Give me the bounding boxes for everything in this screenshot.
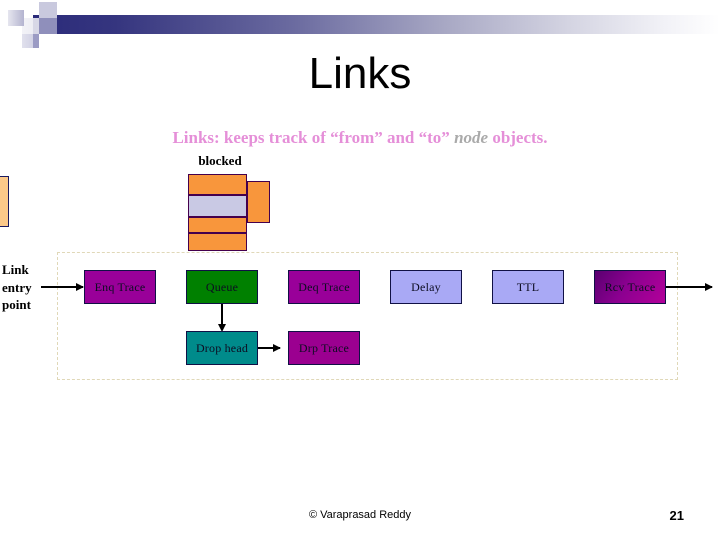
flow-box-enq-trace[interactable]: Enq Trace — [84, 270, 156, 304]
arrow-queue-to-drop-head — [218, 304, 226, 332]
entry-label-line-3: point — [2, 297, 31, 312]
queue-cell-3 — [188, 217, 247, 233]
header-gradient-bar — [33, 15, 720, 34]
left-edge-packet — [0, 176, 9, 227]
deco-square-navy — [8, 10, 24, 26]
queue-cell-1 — [188, 174, 247, 195]
footer-credit: © Varaprasad Reddy — [308, 509, 412, 521]
queue-side-packet — [247, 181, 270, 223]
queue-cell-4 — [188, 233, 247, 251]
arrow-rcv-trace-out — [666, 283, 713, 291]
deco-square-mid-a — [39, 18, 57, 34]
deco-square-light-a — [39, 2, 57, 18]
subtitle-text-before: Links: keeps track of “from” and “to” — [172, 128, 455, 147]
queue-cell-2 — [188, 195, 247, 217]
subtitle-text-after: objects. — [488, 128, 548, 147]
deco-square-white — [24, 0, 39, 14]
blocked-queue-label: blocked — [198, 153, 242, 168]
footer-page-number: 21 — [669, 508, 684, 523]
deco-square-mid-b — [22, 34, 39, 48]
flow-box-deq-trace[interactable]: Deq Trace — [288, 270, 360, 304]
flow-box-delay[interactable]: Delay — [390, 270, 462, 304]
arrow-entry-to-enq-trace — [41, 283, 84, 291]
flow-box-drp-trace[interactable]: Drp Trace — [288, 331, 360, 365]
flow-box-delay-label: Delay — [411, 279, 441, 294]
subtitle-node-emphasis: node — [454, 128, 489, 147]
page-title: Links — [308, 49, 412, 98]
deco-square-light-b — [22, 18, 39, 34]
entry-label-line-2: entry — [2, 279, 32, 295]
flow-box-ttl-label: TTL — [516, 279, 540, 294]
slide-subtitle: Links: keeps track of “from” and “to” no… — [0, 128, 720, 148]
flow-box-deq-trace-label: Deq Trace — [298, 279, 350, 294]
flow-box-drop-head[interactable]: Drop head — [186, 331, 258, 365]
flow-box-ttl[interactable]: TTL — [492, 270, 564, 304]
flow-box-queue[interactable]: Queue — [186, 270, 258, 304]
link-entry-point-label: Link entry point — [2, 261, 54, 314]
link-group-dashed-border — [57, 252, 678, 380]
flow-box-rcv-trace-label: Rcv Trace — [604, 279, 656, 294]
entry-label-line-1: Link — [2, 262, 29, 277]
arrow-drop-head-to-drp-trace — [258, 344, 281, 352]
flow-box-enq-trace-label: Enq Trace — [94, 279, 146, 294]
flow-box-rcv-trace[interactable]: Rcv Trace — [594, 270, 666, 304]
flow-box-queue-label: Queue — [205, 279, 239, 294]
flow-box-drp-trace-label: Drp Trace — [298, 340, 350, 355]
flow-box-drop-head-label: Drop head — [195, 340, 249, 355]
